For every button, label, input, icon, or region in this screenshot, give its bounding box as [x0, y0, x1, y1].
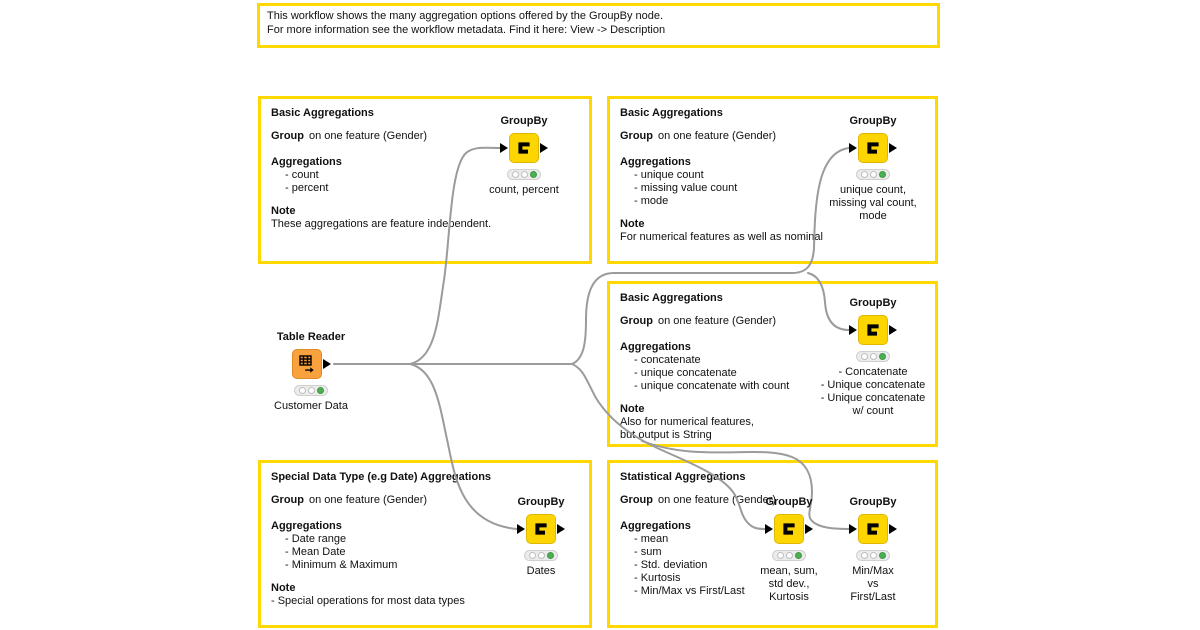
connection-to-groupby-topright[interactable]	[571, 147, 850, 365]
note-text: For numerical features as well as nomina…	[620, 231, 823, 243]
aggregations-header: Aggregations	[620, 156, 691, 168]
node-label: GroupBy	[517, 496, 565, 508]
groupby-node-concatenate[interactable]: GroupBy - Concatenate - Unique concatena…	[813, 297, 933, 418]
output-port[interactable]	[889, 524, 897, 534]
input-port[interactable]	[517, 524, 525, 534]
status-traffic-light	[507, 169, 541, 180]
connection-to-groupby-midright[interactable]	[807, 272, 850, 331]
groupby-icon[interactable]	[526, 514, 556, 544]
node-caption: mean, sum, std dev., Kurtosis	[760, 565, 818, 603]
aggregations-header: Aggregations	[271, 156, 342, 168]
groupby-node-count-percent[interactable]: GroupBy count, percent	[464, 115, 584, 197]
table-reader-icon[interactable]	[291, 349, 322, 379]
note-text: These aggregations are feature independe…	[271, 218, 492, 230]
aggregation-items: - count - percent	[285, 169, 329, 194]
connection-to-groupby-stats-1[interactable]	[571, 363, 766, 530]
node-caption: count, percent	[489, 184, 559, 196]
annotation-line: For more information see the workflow me…	[267, 23, 666, 36]
groupby-icon[interactable]	[858, 315, 888, 345]
box-title: Basic Aggregations	[620, 107, 723, 119]
node-label: GroupBy	[849, 496, 897, 508]
connection-to-groupby-bottomleft[interactable]	[409, 363, 518, 530]
input-port[interactable]	[849, 524, 857, 534]
output-port[interactable]	[805, 524, 813, 534]
connection-to-groupby-stats-2[interactable]	[641, 440, 850, 530]
aggregations-header: Aggregations	[620, 341, 691, 353]
groupby-node-dates[interactable]: GroupBy Dates	[481, 496, 601, 578]
groupby-node-mean-sum-std-kurtosis[interactable]: GroupBy mean, sum, std dev., Kurtosis	[729, 496, 849, 604]
node-label: GroupBy	[500, 115, 548, 127]
aggregations-header: Aggregations	[620, 520, 691, 532]
note-header: Note	[620, 218, 645, 230]
node-label: Table Reader	[276, 331, 346, 343]
output-port[interactable]	[889, 143, 897, 153]
node-label: GroupBy	[765, 496, 813, 508]
table-reader-node[interactable]: Table Reader Customer Data	[251, 331, 371, 413]
aggregation-items: - Date range - Mean Date - Minimum & Max…	[285, 533, 398, 571]
note-text: - Special operations for most data types	[271, 595, 465, 607]
box-title: Basic Aggregations	[620, 292, 723, 304]
status-traffic-light	[524, 550, 558, 561]
aggregation-items: - mean - sum - Std. deviation - Kurtosis…	[634, 533, 745, 597]
node-caption: Customer Data	[274, 400, 348, 412]
annotation-line: This workflow shows the many aggregation…	[267, 10, 664, 22]
box-title: Statistical Aggregations	[620, 471, 746, 483]
groupby-node-unique-missing-mode[interactable]: GroupBy unique count, missing val count,…	[813, 115, 933, 223]
output-port[interactable]	[540, 143, 548, 153]
box-title: Basic Aggregations	[271, 107, 374, 119]
status-traffic-light	[856, 550, 890, 561]
workflow-description-annotation[interactable]: This workflow shows the many aggregation…	[257, 3, 940, 48]
node-label: GroupBy	[849, 115, 897, 127]
groupby-icon[interactable]	[774, 514, 804, 544]
aggregation-items: - concatenate - unique concatenate - uni…	[634, 354, 790, 392]
groupby-icon[interactable]	[509, 133, 539, 163]
box-title: Special Data Type (e.g Date) Aggregation…	[271, 471, 492, 483]
aggregations-header: Aggregations	[271, 520, 342, 532]
aggregation-items: - unique count - missing value count - m…	[634, 169, 738, 207]
groupby-icon[interactable]	[858, 514, 888, 544]
status-traffic-light	[772, 550, 806, 561]
input-port[interactable]	[849, 325, 857, 335]
output-port[interactable]	[889, 325, 897, 335]
groupby-node-minmax-firstlast[interactable]: GroupBy Min/Max vs First/Last	[813, 496, 933, 604]
node-caption: - Concatenate - Unique concatenate - Uni…	[820, 366, 926, 417]
status-traffic-light	[856, 351, 890, 362]
groupby-icon[interactable]	[858, 133, 888, 163]
status-traffic-light	[856, 169, 890, 180]
note-header: Note	[271, 205, 296, 217]
output-port[interactable]	[322, 359, 331, 369]
output-port[interactable]	[557, 524, 565, 534]
input-port[interactable]	[849, 143, 857, 153]
input-port[interactable]	[765, 524, 773, 534]
status-traffic-light	[294, 385, 328, 396]
note-text: Also for numerical features, but output …	[620, 416, 754, 441]
node-caption: Min/Max vs First/Last	[850, 565, 896, 603]
connection-to-groupby-topleft[interactable]	[409, 146, 501, 365]
node-caption: Dates	[526, 565, 556, 577]
node-label: GroupBy	[849, 297, 897, 309]
note-header: Note	[620, 403, 645, 415]
node-caption: unique count, missing val count, mode	[829, 184, 917, 222]
note-header: Note	[271, 582, 296, 594]
annotation-box-special-date-aggregations[interactable]: Special Data Type (e.g Date) Aggregation…	[258, 460, 592, 628]
input-port[interactable]	[500, 143, 508, 153]
